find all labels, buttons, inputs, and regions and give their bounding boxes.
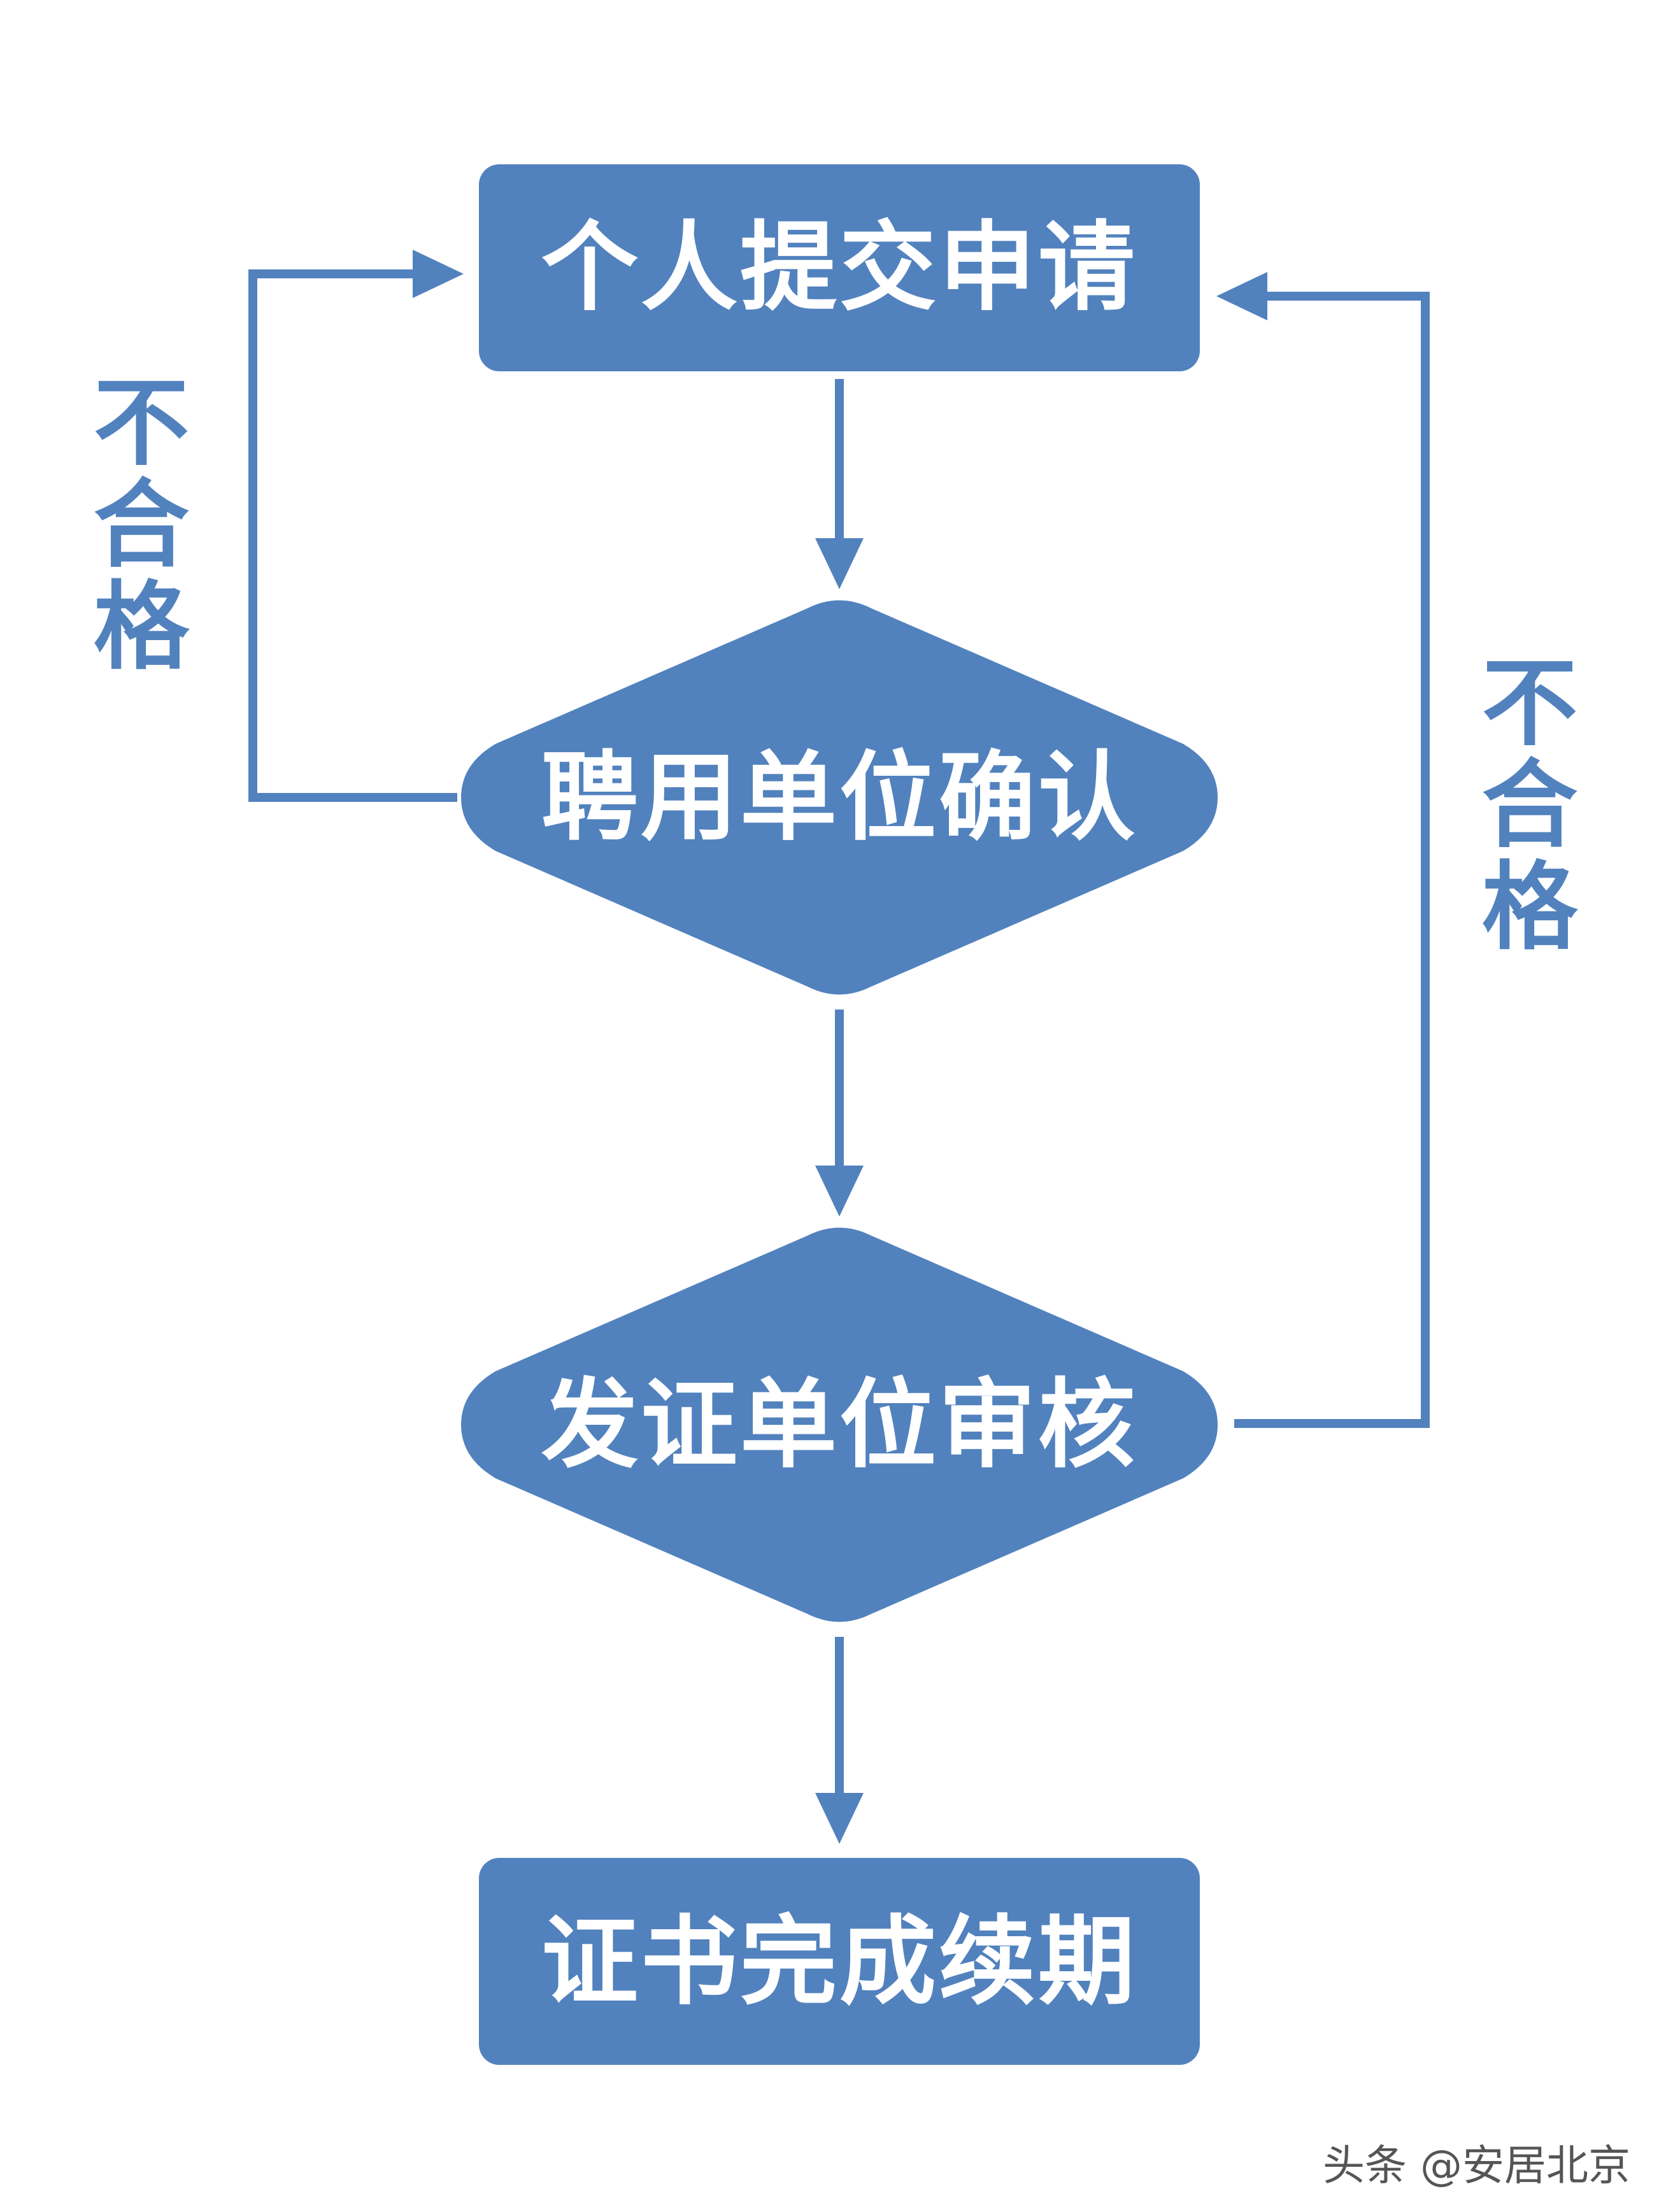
node-employer-confirm: 聘用单位确认 — [461, 600, 1218, 995]
edge-label-right-char: 合 — [1482, 750, 1577, 861]
node-renewal-done-label: 证书完成续期 — [541, 1906, 1137, 2018]
node-submit: 个人提交申请 — [479, 164, 1200, 371]
node-issuer-review-label: 发证单位审核 — [541, 1369, 1137, 1481]
node-renewal-done-box — [479, 1858, 1200, 2065]
loop-left-reject — [248, 269, 457, 802]
arrowhead-left-right-loop — [1216, 272, 1267, 320]
node-employer-confirm-label: 聘用单位确认 — [541, 741, 1137, 854]
edge-label-left-char: 合 — [94, 470, 189, 581]
node-submit-box — [479, 164, 1200, 371]
edge-label-right-char: 不 — [1482, 648, 1577, 759]
node-renewal-done: 证书完成续期 — [479, 1858, 1200, 2065]
arrowhead-down-3 — [815, 1793, 864, 1844]
watermark: 头条 @安居北京 — [1323, 2141, 1630, 2190]
edge-label-left: 不 合 格 — [94, 368, 190, 683]
edge-label-right-char: 格 — [1482, 852, 1578, 963]
edge-label-left-char: 不 — [94, 368, 189, 479]
node-issuer-review: 发证单位审核 — [461, 1227, 1218, 1622]
arrowhead-down-1 — [815, 538, 864, 589]
node-issuer-review-shape — [461, 1227, 1218, 1622]
node-employer-confirm-shape — [461, 600, 1218, 995]
edge-label-left-char: 格 — [94, 572, 190, 683]
arrowhead-right-left-loop — [413, 250, 464, 298]
arrowheads — [413, 250, 1267, 1844]
loop-right-reject — [1234, 292, 1430, 1428]
edge-label-right: 不 合 格 — [1482, 648, 1578, 963]
arrowhead-down-2 — [815, 1166, 864, 1217]
connectors — [248, 269, 1430, 1802]
node-submit-label: 个人提交申请 — [541, 211, 1137, 324]
